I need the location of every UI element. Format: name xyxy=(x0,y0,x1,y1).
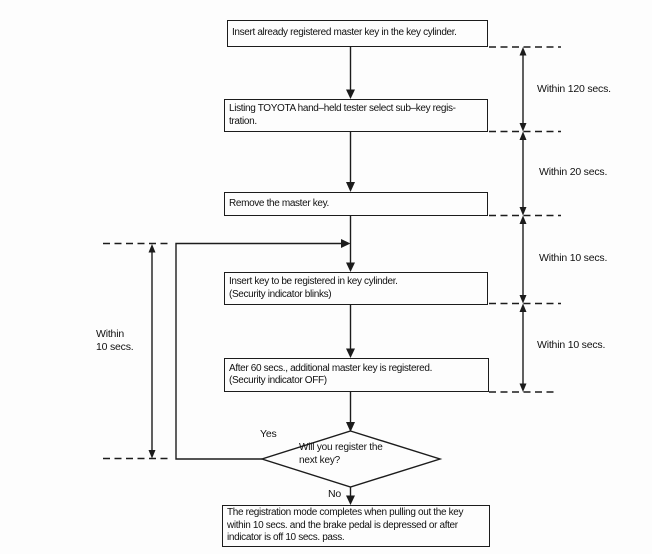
timing-label-10-secs-b: Within 10 secs. xyxy=(537,339,606,351)
timing-label-10-secs-left: Within 10 secs. xyxy=(96,328,134,353)
timing-label-20-secs: Within 20 secs. xyxy=(539,166,608,178)
flow-connectors xyxy=(346,47,355,505)
arrowhead-up-icon xyxy=(148,244,156,253)
step-select-sub-key-registration: Listing TOYOTA hand–held tester select s… xyxy=(224,99,488,132)
timing-label-line: Within xyxy=(96,328,124,340)
branch-label-yes: Yes xyxy=(260,428,277,440)
step-text: Insert already registered master key in … xyxy=(232,27,457,39)
arrowhead-down-icon xyxy=(519,295,527,304)
arrowhead-up-icon xyxy=(519,131,527,140)
step-text: (Security indicator blinks) xyxy=(229,288,332,300)
arrowhead-up-icon xyxy=(519,303,527,312)
arrowhead-down-icon xyxy=(148,450,156,459)
right-dashed-lines xyxy=(489,46,561,393)
feedback-loop xyxy=(175,239,351,460)
arrowhead-down-icon xyxy=(346,262,355,272)
step-text: Listing TOYOTA hand–held tester select s… xyxy=(229,103,456,114)
arrowhead-down-icon xyxy=(519,123,527,132)
decision-text-line: next key? xyxy=(299,454,341,466)
step-text: Remove the master key. xyxy=(229,197,329,209)
step-insert-key-to-register: Insert key to be registered in key cylin… xyxy=(224,272,488,305)
arrowhead-down-icon xyxy=(346,348,355,358)
step-insert-registered-master-key: Insert already registered master key in … xyxy=(227,20,488,47)
step-text: (Security indicator OFF) xyxy=(229,375,327,386)
step-text: The registration mode completes when pul… xyxy=(227,507,464,519)
step-text: After 60 secs., additional master key is… xyxy=(229,362,433,374)
decision-diamond xyxy=(259,430,443,488)
arrowhead-down-icon xyxy=(519,207,527,216)
arrowhead-up-icon xyxy=(519,47,527,56)
timing-label-120-secs: Within 120 secs. xyxy=(537,83,611,95)
timing-label-10-secs-a: Within 10 secs. xyxy=(539,252,608,264)
arrowhead-down-icon xyxy=(346,89,355,99)
arrowhead-down-icon xyxy=(346,495,355,505)
arrowhead-down-icon xyxy=(346,422,355,432)
step-registration-complete: The registration mode completes when pul… xyxy=(222,505,490,547)
arrowhead-right-icon xyxy=(341,239,351,248)
step-text: Insert key to be registered in key cylin… xyxy=(229,276,398,287)
step-additional-key-registered: After 60 secs., additional master key is… xyxy=(224,358,489,392)
feedback-line xyxy=(175,242,341,460)
left-measure-group xyxy=(103,242,171,460)
step-remove-master-key: Remove the master key. xyxy=(224,192,488,216)
step-text: within 10 secs. and the brake pedal is d… xyxy=(227,519,458,531)
decision-text-line: Will you register the xyxy=(299,442,383,453)
arrowhead-up-icon xyxy=(519,215,527,224)
arrowhead-down-icon xyxy=(519,383,527,392)
branch-label-no: No xyxy=(328,488,342,500)
right-measure-arrows xyxy=(519,47,527,392)
step-text: tration. xyxy=(229,115,257,127)
arrowhead-down-icon xyxy=(346,182,355,192)
decision-question: Will you register the next key? xyxy=(299,442,383,467)
step-text: indicator is off 10 secs. pass. xyxy=(227,532,345,544)
timing-label-line: 10 secs. xyxy=(96,340,134,353)
